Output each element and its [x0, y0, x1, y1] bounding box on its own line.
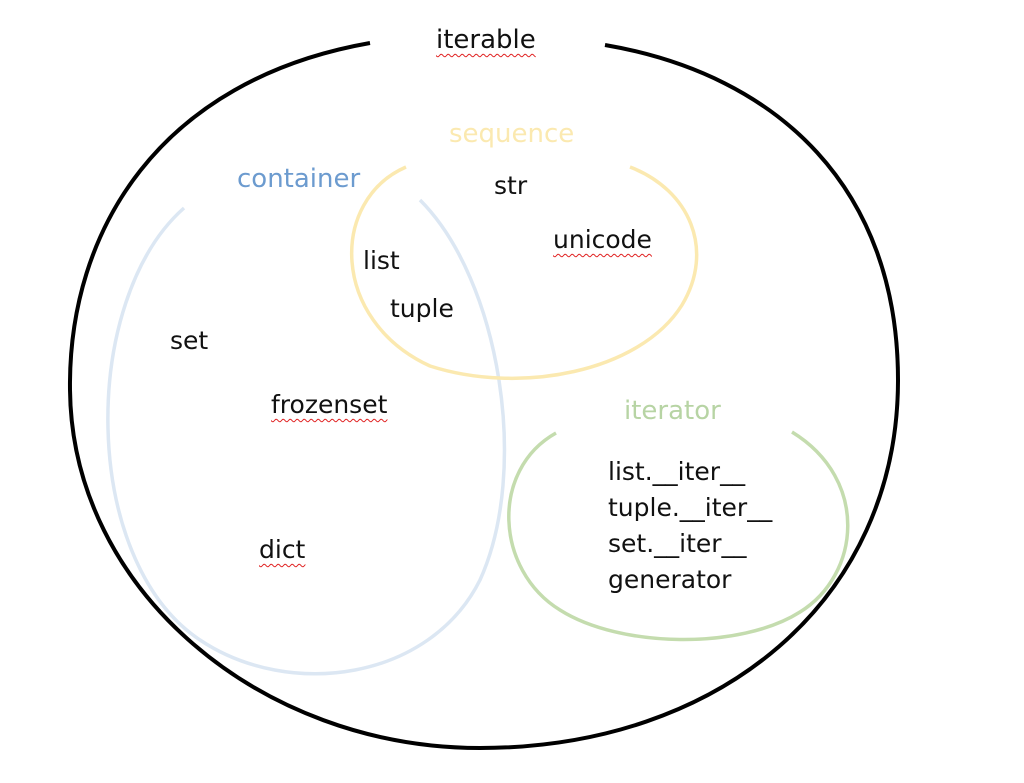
- iterator-item: set.__iter__: [608, 529, 747, 558]
- iterator-item: tuple.__iter__: [608, 493, 773, 522]
- iterator-item: list.__iter__: [608, 457, 746, 486]
- item-set: set: [170, 326, 209, 355]
- item-list: list: [363, 246, 400, 275]
- iterator-item: generator: [608, 565, 732, 594]
- item-tuple: tuple: [390, 294, 454, 323]
- item-frozenset: frozenset: [271, 390, 388, 419]
- sequence-label: sequence: [449, 119, 575, 149]
- item-str: str: [494, 171, 528, 200]
- iterator-label: iterator: [624, 396, 721, 426]
- iterator-items-list: list.__iter__ tuple.__iter__ set.__iter_…: [608, 454, 772, 598]
- item-dict: dict: [259, 535, 306, 564]
- iterator-ellipse: [507, 430, 850, 642]
- iterable-label: iterable: [436, 25, 536, 55]
- container-ellipse: [106, 198, 507, 676]
- container-label: container: [237, 164, 361, 194]
- iterable-ellipse: [67, 41, 901, 751]
- sequence-ellipse: [350, 165, 699, 381]
- item-unicode: unicode: [553, 225, 652, 254]
